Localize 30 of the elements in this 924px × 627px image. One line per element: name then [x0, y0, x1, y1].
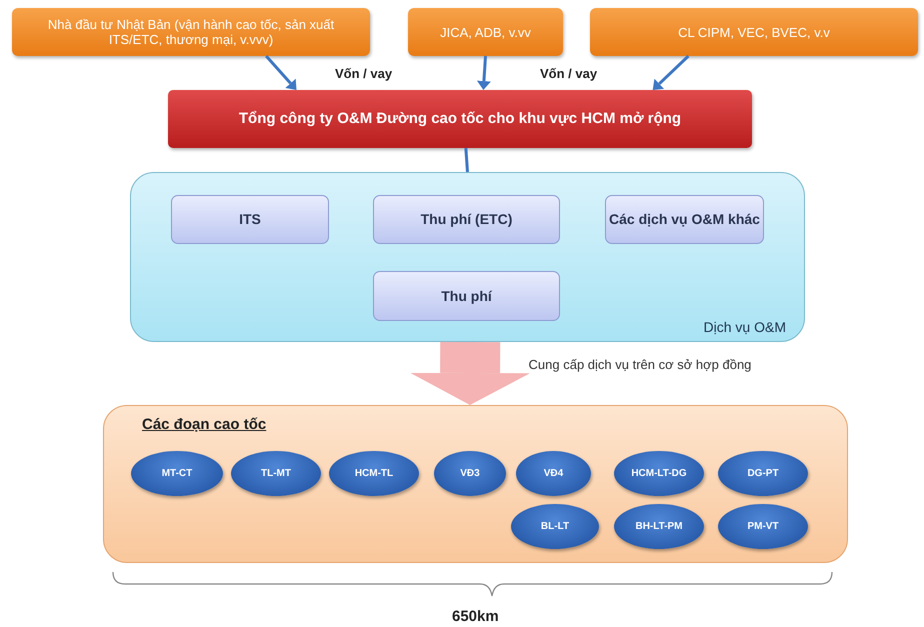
block-arrow: [410, 342, 530, 405]
funding-label: Vốn / vay: [540, 66, 598, 81]
source-box: JICA, ADB, v.vv: [408, 8, 563, 56]
service-box: Các dịch vụ O&M khác: [605, 195, 764, 244]
source-box: CL CIPM, VEC, BVEC, v.v: [590, 8, 918, 56]
segment-ellipse: VĐ3: [434, 451, 506, 496]
segment-ellipse: DG-PT: [718, 451, 808, 496]
segment-panel: [103, 405, 848, 563]
segment-ellipse: BH-LT-PM: [614, 504, 704, 549]
source-box: Nhà đầu tư Nhật Bản (vận hành cao tốc, sản xuất ITS/ETC, thương mại, v.vvv): [12, 8, 370, 56]
segment-ellipse: MT-CT: [131, 451, 223, 496]
panel-heading: Các đoạn cao tốc: [142, 416, 266, 433]
service-box: ITS: [171, 195, 329, 244]
segment-ellipse: HCM-TL: [329, 451, 419, 496]
segment-ellipse: PM-VT: [718, 504, 808, 549]
service-box: Thu phí (ETC): [373, 195, 560, 244]
arrow: [652, 54, 690, 90]
dimension-label: 650km: [452, 608, 499, 625]
segment-ellipse: VĐ4: [516, 451, 591, 496]
segment-ellipse: HCM-LT-DG: [614, 451, 704, 496]
funding-label: Vốn / vay: [335, 66, 392, 81]
service-box: Thu phí: [373, 271, 560, 321]
service-panel: [130, 172, 805, 342]
segment-ellipse: BL-LT: [511, 504, 599, 549]
segment-ellipse: TL-MT: [231, 451, 321, 496]
arrow: [476, 56, 491, 90]
connector-line: [464, 148, 469, 172]
company-box: Tổng công ty O&M Đường cao tốc cho khu vực HCM mở rộng: [168, 90, 752, 148]
panel-heading: Dịch vụ O&M: [704, 319, 786, 335]
arrow: [265, 55, 296, 90]
